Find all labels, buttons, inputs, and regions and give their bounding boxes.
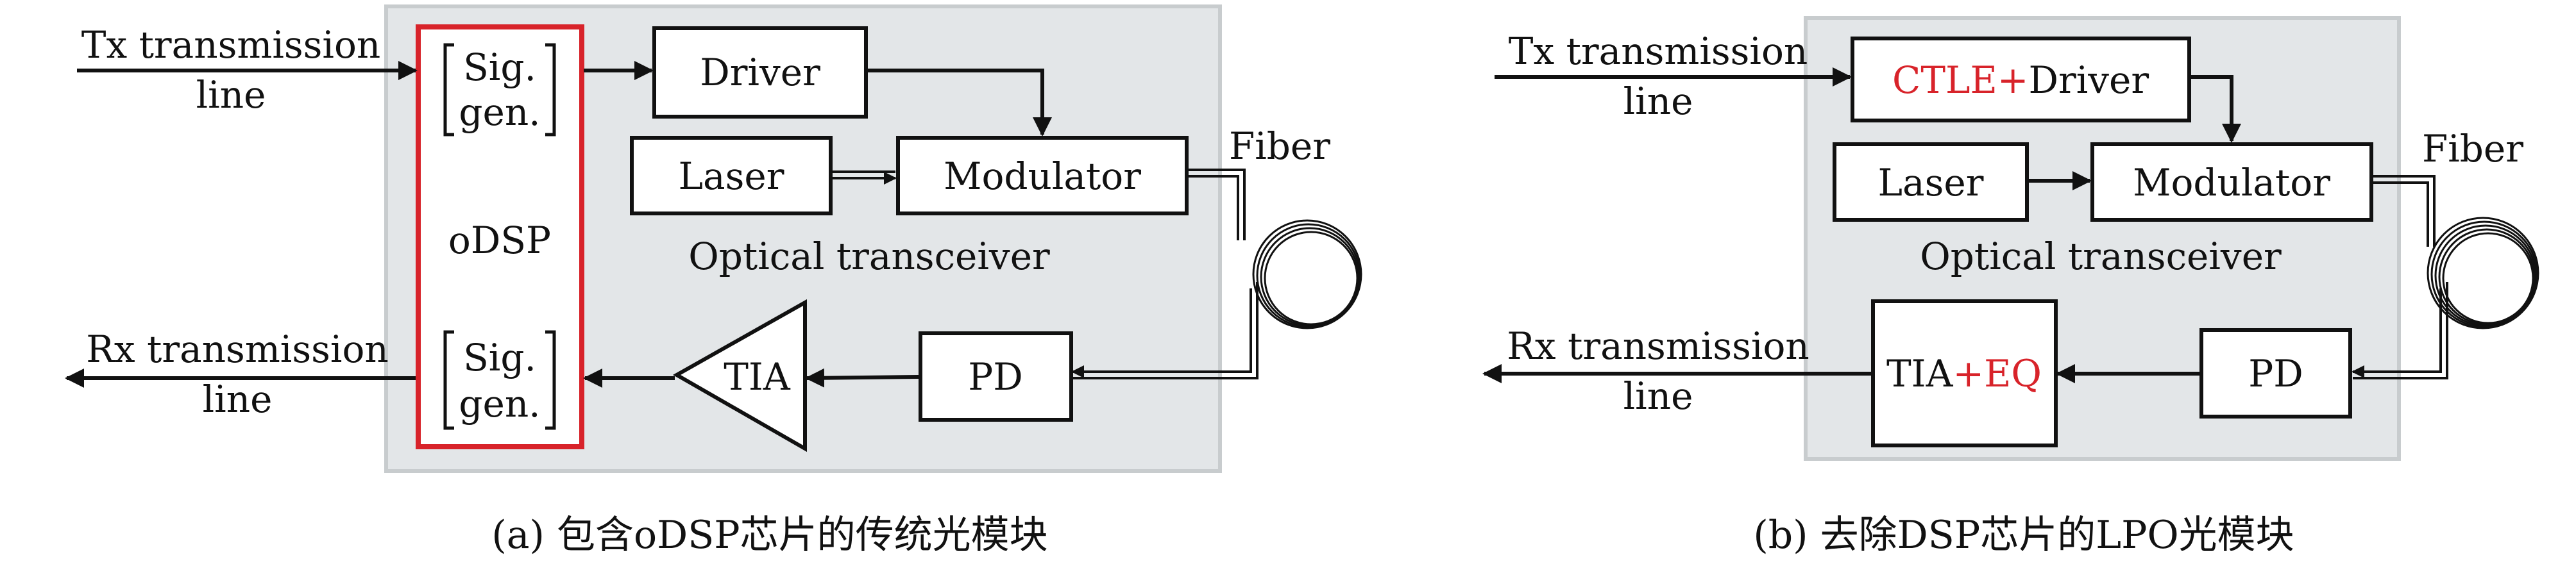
sig-gen-bottom: Sig. gen.	[443, 330, 556, 430]
transceiver-label: Optical transceiver	[688, 235, 1050, 278]
fiber-out-line-2	[1188, 175, 1239, 240]
b-rx-line-label-2: line	[1623, 374, 1693, 418]
b-driver-text: Driver	[2028, 58, 2149, 102]
odsp-label: oDSP	[448, 219, 551, 262]
sig-gen-top-line2: gen.	[459, 90, 540, 134]
b-tx-line-label-1: Tx transmission	[1509, 29, 1808, 73]
b-fiber-coil	[2427, 217, 2539, 329]
pd-to-tia-arrow	[805, 368, 919, 388]
fiber-out-line-1	[1188, 169, 1246, 240]
driver-to-modulator-arrow	[866, 69, 1052, 137]
b-modulator-box	[2090, 142, 2373, 222]
tx-line-label-1: Tx transmission	[81, 23, 380, 67]
b-pd-box	[2199, 328, 2352, 419]
eq-text: EQ	[1984, 352, 2042, 395]
b-laser-label: Laser	[1878, 161, 1984, 204]
pd-box	[919, 331, 1073, 422]
fiber-coil	[1252, 219, 1362, 329]
caption-b: (b) 去除DSP芯片的LPO光模块	[1753, 513, 2294, 558]
b-rx-line-label-1: Rx transmission	[1507, 324, 1809, 368]
b-pd-label: PD	[2248, 352, 2303, 395]
sig-gen-bottom-line1: Sig.	[463, 336, 536, 379]
tia-label: TIA	[724, 355, 791, 399]
pd-label: PD	[968, 355, 1023, 399]
sig-gen-top-right-bracket	[545, 43, 556, 137]
rx-line-label-2: line	[203, 377, 273, 421]
ctle-driver-box	[1851, 37, 2191, 122]
driver-label: Driver	[700, 51, 820, 94]
fiber-label: Fiber	[1229, 124, 1330, 168]
sig-gen-top: Sig. gen.	[443, 43, 556, 137]
sig-gen-bottom-right-bracket	[545, 330, 556, 430]
b-modulator-label: Modulator	[2133, 161, 2330, 204]
ctle-plus: +	[1997, 58, 2029, 102]
b-driver-to-modulator-arrow	[2189, 75, 2241, 143]
sig-gen-top-line1: Sig.	[463, 46, 536, 89]
eq-plus: +	[1953, 352, 1984, 395]
tia-triangle	[672, 299, 807, 452]
laser-label: Laser	[679, 154, 784, 198]
tx-line-label-2: line	[196, 73, 266, 117]
b-fiber-label: Fiber	[2422, 127, 2523, 170]
fiber-in-line-1	[1072, 282, 1258, 379]
b-transceiver-label: Optical transceiver	[1920, 235, 2282, 278]
b-fiber-in-line-1	[2353, 282, 2448, 379]
tia-eq-box	[1871, 299, 2058, 447]
sig-gen-top-left-bracket	[443, 43, 454, 137]
modulator-label: Modulator	[944, 154, 1141, 198]
panel-a: oDSP Sig. gen. Sig. gen. Tx transmission…	[65, 4, 1362, 558]
b-fiber-out-line-2	[2373, 181, 2429, 247]
ctle-text: CTLE	[1892, 58, 1997, 102]
panel-b: Tx transmission line CTLE+Driver Laser M…	[1482, 16, 2539, 558]
tia-eq-label: TIA+EQ	[1886, 352, 2042, 395]
b-fiber-out-line-1	[2373, 175, 2436, 247]
sig-gen-bottom-line2: gen.	[459, 382, 540, 426]
b-fiber-in-line-2	[2351, 288, 2442, 378]
b-laser-box	[1833, 142, 2029, 222]
b-tia-text: TIA	[1886, 352, 1954, 395]
rx-line-label-1: Rx transmission	[86, 328, 388, 371]
fiber-in-line-2	[1071, 288, 1252, 378]
b-tx-line-label-2: line	[1623, 79, 1693, 123]
caption-a: (a) 包含oDSP芯片的传统光模块	[491, 513, 1047, 558]
modulator-box	[896, 136, 1189, 215]
sig-gen-bottom-left-bracket	[443, 330, 454, 430]
ctle-driver-label: CTLE+Driver	[1892, 58, 2149, 102]
laser-box	[630, 136, 833, 215]
